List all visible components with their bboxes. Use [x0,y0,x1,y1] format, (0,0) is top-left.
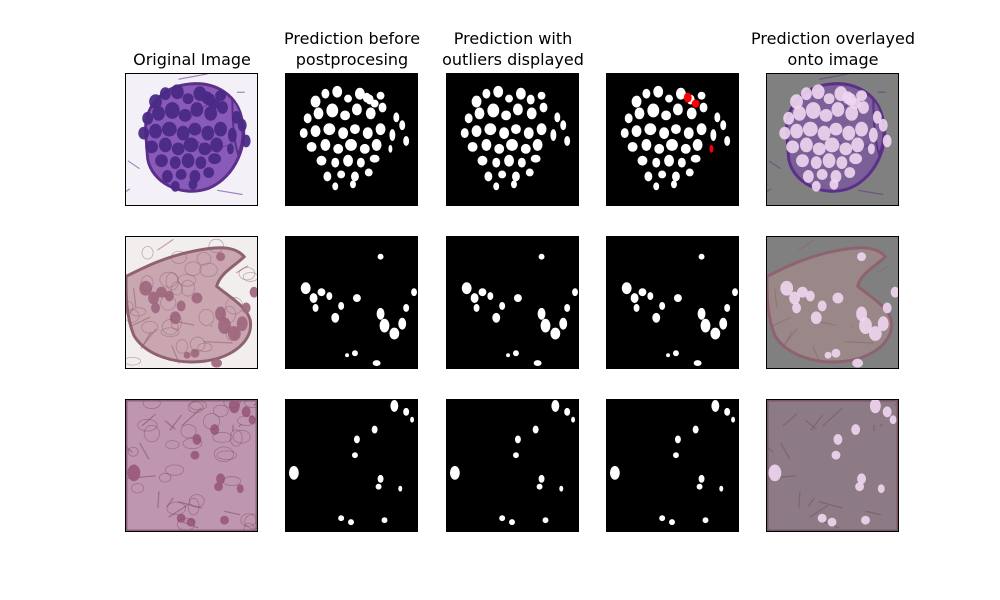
panel-row1-outliers-mask [446,73,579,206]
panel-row2-prediction-mask [285,236,418,369]
panel-row3-prediction-mask [285,399,418,532]
panel-row2-original-image [125,236,258,369]
panel-row2-overlay-image [766,236,899,369]
column-title-original-image: Original Image [133,50,251,69]
panel-row3-original-image [125,399,258,532]
column-title-prediction-outliers: Prediction with outliers displayed [442,29,584,69]
panel-row1-overlay-image [766,73,899,206]
panel-row3-overlay-image [766,399,899,532]
panel-row3-outliers-mask [446,399,579,532]
panel-row1-prediction-mask [285,73,418,206]
panel-row2-filtered-mask [606,236,739,369]
column-title-prediction-before: Prediction before postprocesing [283,29,421,69]
panel-row1-original-image [125,73,258,206]
panel-row1-filtered-mask [606,73,739,206]
panel-row3-filtered-mask [606,399,739,532]
column-title-overlay: Prediction overlayed onto image [751,29,915,69]
panel-row2-outliers-mask [446,236,579,369]
